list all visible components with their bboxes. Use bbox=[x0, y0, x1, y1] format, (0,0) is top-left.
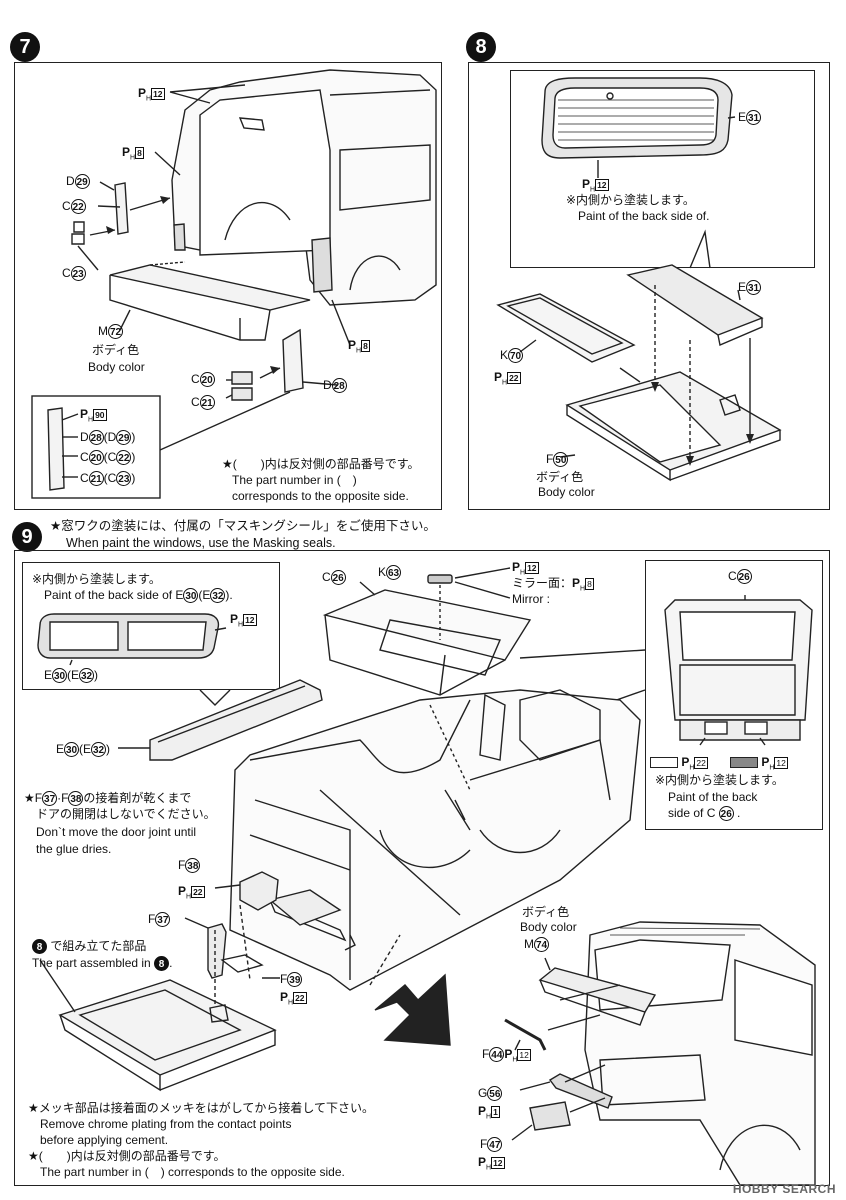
step7-inset-ph90: PH90 bbox=[80, 407, 107, 424]
step-8-badge: 8 bbox=[466, 32, 496, 62]
step8-body-color-jp: ボディ色 bbox=[536, 470, 584, 484]
step9-right-inset bbox=[645, 560, 823, 830]
step9-left-inset bbox=[22, 562, 280, 690]
step7-note-jp: ★( )内は反対側の部品番号です。 bbox=[222, 457, 420, 471]
step9-ph12-label: PH12 bbox=[512, 560, 539, 577]
step9-header-jp: ★窓ワクの塗装には、付属の「マスキングシール」をご使用下さい。 bbox=[50, 519, 436, 533]
step9-mirror-en: Mirror : bbox=[512, 592, 550, 606]
step9-assembled-jp: 8 で組み立てた部品 bbox=[32, 938, 146, 955]
step9-inset-ph12: PH12 bbox=[230, 612, 257, 629]
step8-body-color-en: Body color bbox=[538, 485, 595, 499]
step-9-panel bbox=[14, 550, 830, 1186]
step9-chrome-jp: ★メッキ部品は接着面のメッキをはがしてから接着して下さい。 bbox=[28, 1101, 375, 1115]
step9-opp-en: The part number in ( ) corresponds to th… bbox=[40, 1165, 345, 1179]
step9-rinset-ph12: PH12 bbox=[730, 755, 788, 775]
step7-ph8b-label: PH8 bbox=[348, 338, 370, 355]
watermark: HOBBY SEARCH bbox=[732, 1182, 836, 1196]
step9-assembled-en: The part assembled in 8. bbox=[32, 956, 173, 972]
step9-mirror-jp: ミラー面：PH8 bbox=[512, 576, 594, 593]
step9-inset-paint-jp: ※内側から塗装します。 bbox=[32, 572, 161, 586]
step-9-badge: 9 bbox=[12, 522, 42, 552]
step9-rinset-ph22: PH22 bbox=[650, 755, 708, 775]
step7-note-en1: The part number in ( ) bbox=[232, 473, 357, 487]
step7-note-en2: corresponds to the opposite side. bbox=[232, 489, 409, 503]
step7-ph8a-label: PH8 bbox=[122, 145, 144, 162]
step-7-panel bbox=[14, 62, 442, 510]
step9-chrome-en1: Remove chrome plating from the contact p… bbox=[40, 1117, 292, 1131]
step9-header-en: When paint the windows, use the Masking … bbox=[66, 536, 336, 550]
step9-body-color-jp: ボディ色 bbox=[522, 905, 570, 919]
step9-opp-jp: ★( )内は反対側の部品番号です。 bbox=[28, 1149, 226, 1163]
step9-rinset-paint-en1: Paint of the back bbox=[668, 790, 758, 804]
step7-ph12-label: PH12 bbox=[138, 86, 165, 103]
step9-glue-jp2: ドアの開閉はしないでください。 bbox=[36, 807, 216, 821]
step9-chrome-en2: before applying cement. bbox=[40, 1133, 169, 1147]
step9-glue-en1: Don`t move the door joint until bbox=[36, 825, 197, 839]
step9-ph22b-label: PH22 bbox=[280, 990, 307, 1007]
step9-rinset-paint-jp: ※内側から塗装します。 bbox=[655, 773, 784, 787]
step8-ph12-label: PH12 bbox=[582, 177, 609, 194]
step9-ph1-label: PH1 bbox=[478, 1104, 500, 1121]
step7-body-color-en: Body color bbox=[88, 360, 145, 374]
step8-paint-jp: ※内側から塗装します。 bbox=[566, 193, 695, 207]
step9-body-color-en: Body color bbox=[520, 920, 577, 934]
step9-ph12c-label: PH12 bbox=[478, 1155, 505, 1172]
step-8-panel bbox=[468, 62, 830, 510]
step9-rinset-paint-en2: side of C 26 . bbox=[668, 806, 741, 822]
step9-ph22a-label: PH22 bbox=[178, 884, 205, 901]
step-7-badge: 7 bbox=[10, 32, 40, 62]
step8-paint-en: Paint of the back side of. bbox=[578, 209, 710, 223]
step7-body-color-jp: ボディ色 bbox=[92, 343, 140, 357]
step9-glue-en2: the glue dries. bbox=[36, 842, 112, 856]
step8-ph22-label: PH22 bbox=[494, 370, 521, 387]
